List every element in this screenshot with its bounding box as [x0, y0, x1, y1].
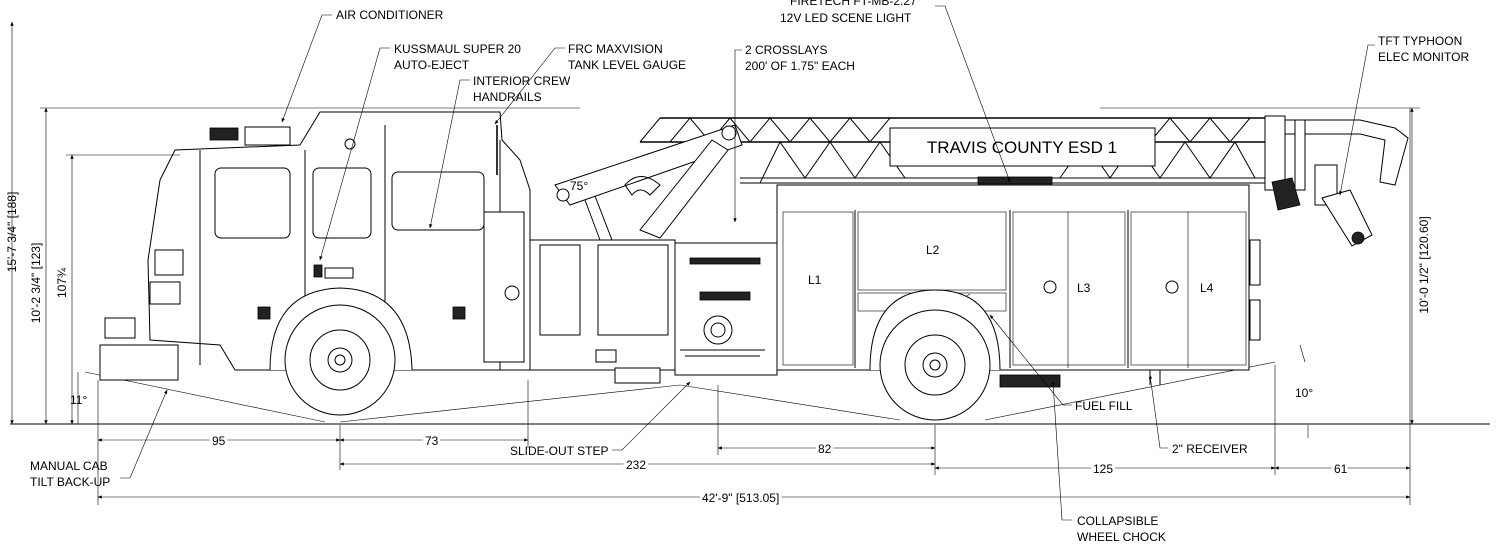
crew-handrails-label-2: HANDRAILS: [473, 90, 542, 104]
kussmaul-label-2: AUTO-EJECT: [394, 58, 470, 72]
scene-light-label-2: 12V LED SCENE LIGHT: [780, 11, 912, 25]
overall-length-label: 42'-9" [513.05]: [702, 491, 779, 505]
receiver-label: 2" RECEIVER: [1172, 442, 1248, 456]
pump-to-axle-label: 82: [818, 442, 832, 456]
fuel-fill-label: FUEL FILL: [1075, 399, 1133, 413]
rear-axle-to-receiver-label: 125: [1093, 462, 1113, 476]
overall-height-label: 15'-7 3/4" [188]: [5, 192, 19, 273]
aerial-sign-text: TRAVIS COUNTY ESD 1: [927, 138, 1117, 157]
cab: [99, 111, 531, 381]
frc-label-1: FRC MAXVISION: [568, 42, 663, 56]
dimension-lines: [10, 21, 1420, 505]
cab-height-label: 10'-2 3/4" [123]: [29, 243, 43, 324]
kussmaul-label-1: KUSSMAUL SUPER 20: [394, 42, 521, 56]
rear-body: [776, 184, 1261, 388]
wheel-chock-label-1: COLLAPSIBLE: [1077, 514, 1158, 528]
front-overhang-label: 95: [212, 434, 226, 448]
manual-cab-label-2: TILT BACK-UP: [30, 475, 110, 489]
leader-lines: [120, 5, 1375, 521]
air-conditioner-label: AIR CONDITIONER: [336, 8, 444, 22]
front-wheel: [269, 287, 413, 416]
scene-light-label-1: FIRETECH FT-MB-2.27: [790, 0, 917, 8]
callout-labels: AIR CONDITIONER KUSSMAUL SUPER 20 AUTO-E…: [30, 0, 1469, 544]
compartment-l2: L2: [926, 243, 940, 257]
crosslays-label-1: 2 CROSSLAYS: [745, 43, 827, 57]
pump-panel: [529, 239, 778, 384]
approach-angle-label: 11°: [70, 393, 87, 407]
cab-to-step-label: 73: [425, 434, 439, 448]
wheelbase-label: 232: [626, 458, 646, 472]
dimension-labels: 15'-7 3/4" [188] 10'-2 3/4" [123] 107¾ 1…: [5, 192, 1431, 508]
aerial-ladder: [639, 115, 1409, 247]
crew-handrails-label-1: INTERIOR CREW: [473, 74, 571, 88]
compartment-l1: L1: [808, 273, 822, 287]
tft-label-1: TFT TYPHOON: [1378, 34, 1462, 48]
compartment-l4: L4: [1200, 281, 1214, 295]
manual-cab-label-1: MANUAL CAB: [30, 459, 108, 473]
frc-label-2: TANK LEVEL GAUGE: [568, 58, 686, 72]
body-labels: TRAVIS COUNTY ESD 1 L1 L2 L3 L4 75°: [570, 138, 1214, 295]
departure-angle-label: 10°: [1295, 386, 1313, 400]
body-height-label: 10'-0 1/2" [120.60]: [1417, 216, 1431, 313]
wheel-chock-label-2: WHEEL CHOCK: [1077, 530, 1166, 544]
tft-label-2: ELEC MONITOR: [1378, 50, 1469, 64]
crosslays-label-2: 200' OF 1.75" EACH: [745, 59, 855, 73]
ladder-boom: [554, 124, 743, 241]
compartment-l3: L3: [1077, 281, 1091, 295]
slide-out-step-label: SLIDE-OUT STEP: [510, 444, 608, 458]
rear-overhang-label: 61: [1334, 462, 1348, 476]
ladder-angle-label: 75°: [570, 179, 588, 193]
rear-wheel: [869, 289, 1001, 421]
cab-height-inches-label: 107¾: [55, 267, 69, 298]
